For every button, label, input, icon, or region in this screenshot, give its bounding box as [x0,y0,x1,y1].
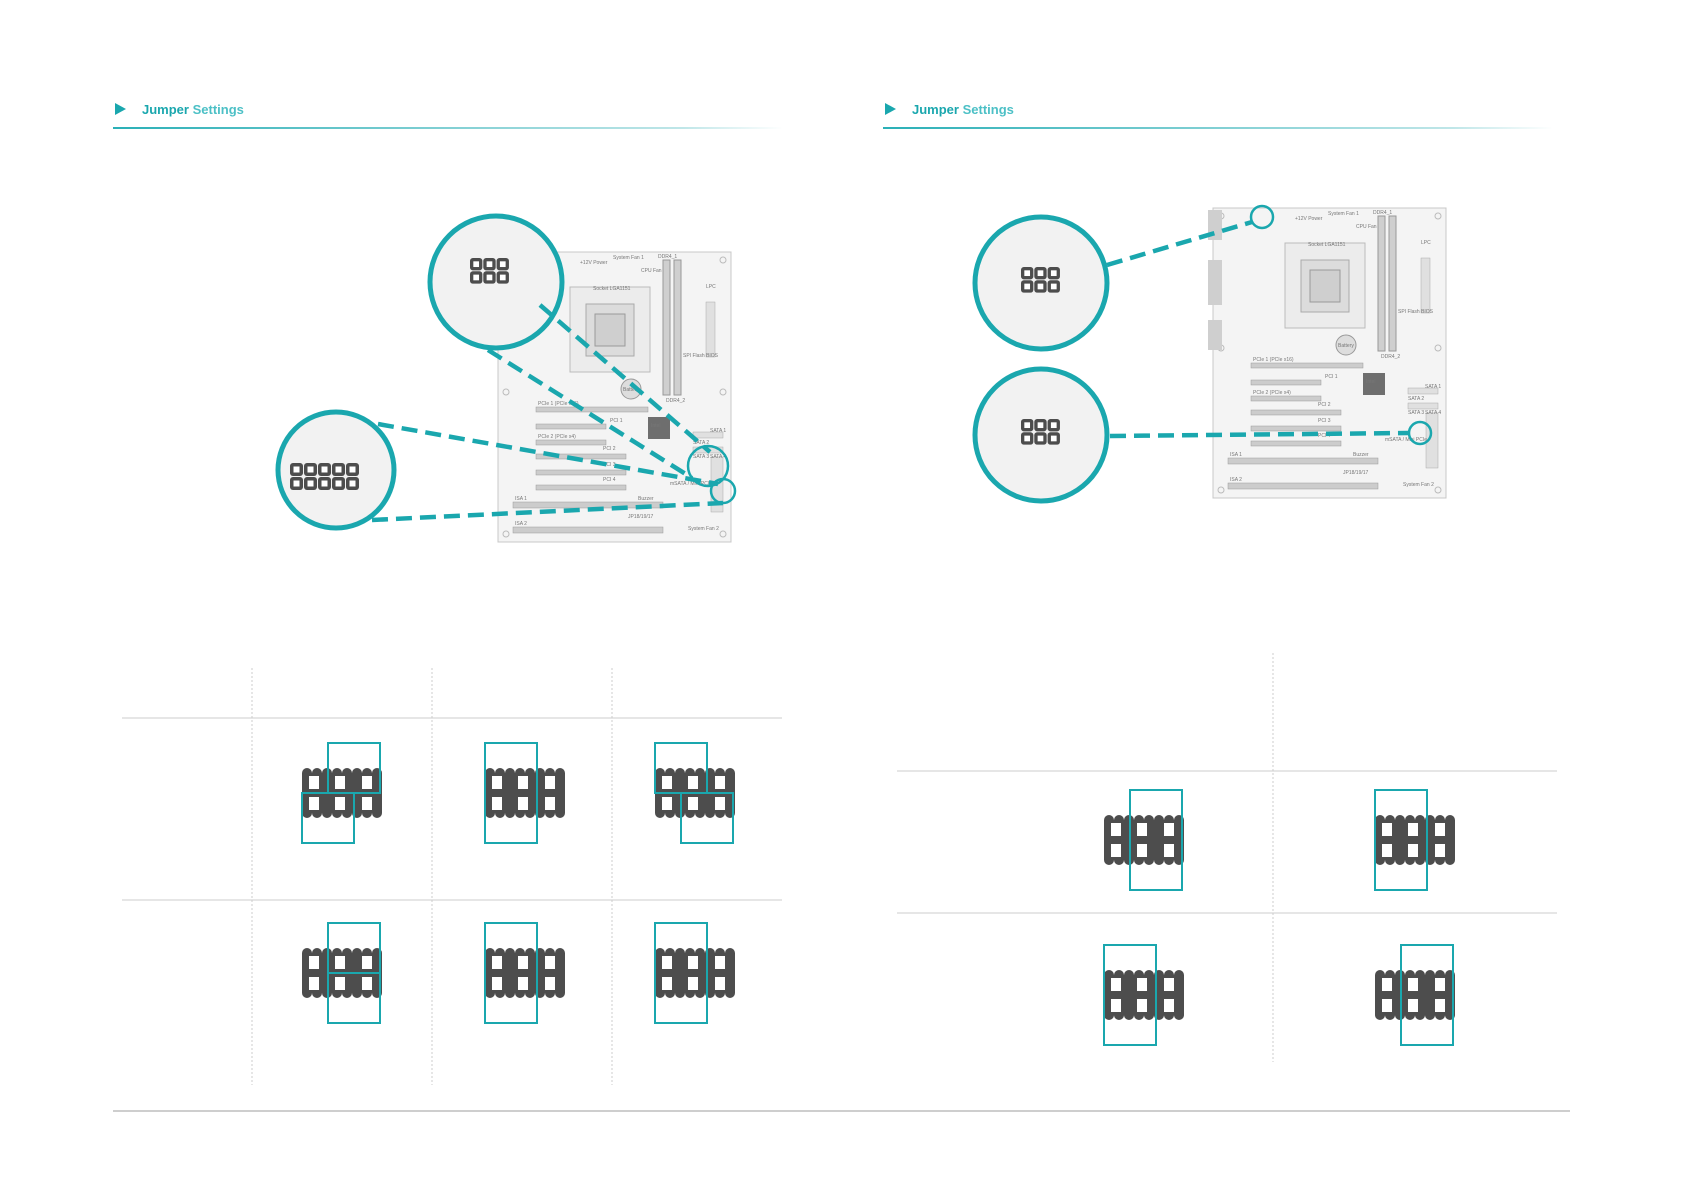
board-label: PCIe 1 (PCIe x16) [1253,357,1294,363]
board-label: Intel [1366,379,1375,385]
board-label: PCI 1 [1325,374,1338,380]
triangle-bullet-icon [885,103,896,115]
board-label: SPI Flash BIOS [683,353,719,359]
motherboard-diagram-left: +12V Power System Fan 1 CPU Fan DDR4_1 D… [497,251,732,543]
board-label: PCIe 2 (PCIe x4) [1253,390,1291,396]
board-label: SATA 1 [710,428,726,434]
board-label: System Fan 1 [1328,211,1359,217]
board-label: SATA 3 [693,454,709,460]
board-label: JP18/19/17 [628,514,654,520]
left-section-header: Jumper Settings [115,101,244,117]
board-label: SATA 2 [1408,396,1424,402]
right-jumper-table-grid [897,653,1557,1062]
jumper-setting-icon [1375,944,1455,1046]
board-label: SATA 4 [1425,410,1441,416]
board-label: SPI Flash BIOS [1398,309,1434,315]
header-word-jumper: Jumper [912,101,959,117]
board-label: SATA 1 [1425,384,1441,390]
board-label: System Fan 2 [688,526,719,532]
board-label: LPC [706,284,716,290]
board-label: Battery [1338,343,1354,349]
board-label: PCI 2 [603,446,616,452]
board-label: ISA 2 [1230,477,1242,483]
board-label: PCI 4 [1318,433,1331,439]
board-label: Socket LGA1151 [593,286,631,292]
board-label: +12V Power [580,260,608,266]
board-label: DDR4_2 [666,398,685,404]
board-label: PCIe 2 (PCIe x4) [538,434,576,440]
right-section-header: Jumper Settings [885,101,1014,117]
jumper-setting-icon [302,922,382,1024]
board-label: Buzzer [1353,452,1369,458]
board-label: Battery [623,387,639,393]
jumper-setting-icon [301,742,382,844]
board-label: DDR4_2 [1381,354,1400,360]
jumper-setting-icon [1104,789,1184,891]
motherboard-diagram-right: +12V Power System Fan 1 CPU Fan DDR4_1 D… [1212,207,1447,499]
jumper-setting-icon [484,922,565,1024]
jumper-setting-icon [654,742,735,844]
board-label: DDR4_1 [1373,210,1392,216]
callout-circle-header-10pin [275,409,397,531]
board-label: PCI 2 [1318,402,1331,408]
header-word-settings: Settings [192,101,244,117]
leader-lines-left [371,303,724,523]
right-header-rule [883,127,1553,129]
board-label: SATA 3 [1408,410,1424,416]
jumper-setting-icon [1103,944,1184,1046]
board-label: mSATA / Mini PCIe [1385,437,1427,443]
leader-lines-right [1106,219,1409,439]
board-label: Buzzer [638,496,654,502]
board-label: mSATA / Mini PCIe [670,481,712,487]
callout-circle-jumper-3pin [972,366,1110,504]
jumper-setting-icon [484,742,565,844]
board-label: PCIe 1 (PCIe x16) [538,401,579,407]
triangle-bullet-icon [115,103,126,115]
left-jumper-table-grid [122,668,782,1085]
left-header-rule [113,127,783,129]
board-label: ISA 2 [515,521,527,527]
board-label: PCI 4 [603,477,616,483]
board-label: Socket LGA1151 [1308,242,1346,248]
board-label: SATA 4 [710,454,726,460]
jumper-setting-icon [654,922,735,1024]
header-word-settings: Settings [962,101,1014,117]
header-word-jumper: Jumper [142,101,189,117]
callout-circle-jumper-3pin [972,214,1110,352]
board-label: Intel [651,423,660,429]
board-label: PCI 3 [1318,418,1331,424]
board-label: LPC [1421,240,1431,246]
board-label: ISA 1 [515,496,527,502]
board-label: PCI 1 [610,418,623,424]
board-label: JP18/19/17 [1343,470,1369,476]
jumper-setting-icon [1374,789,1455,891]
board-label: SATA 2 [693,440,709,446]
board-label: DDR4_1 [658,254,677,260]
board-label: PCI 3 [603,462,616,468]
board-label: ISA 1 [1230,452,1242,458]
board-label: System Fan 1 [613,255,644,261]
board-label: +12V Power [1295,216,1323,222]
board-label: CPU Fan [641,268,662,274]
board-label: CPU Fan [1356,224,1377,230]
board-label: System Fan 2 [1403,482,1434,488]
callout-circle-jumper-3pin [427,213,565,351]
